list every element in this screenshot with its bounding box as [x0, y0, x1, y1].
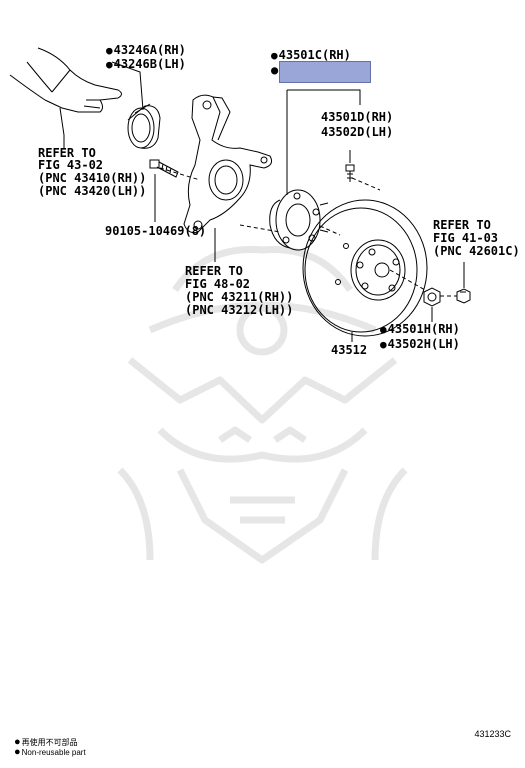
- bolt-part: [149, 159, 179, 178]
- label-43501c: 43501C(RH): [271, 49, 351, 62]
- ref41-line2: FIG 41-03: [433, 231, 499, 245]
- hub-bolt: [345, 164, 355, 182]
- legend-japanese: 再使用不可部品: [14, 738, 78, 747]
- label-bolt: 90105-10469(8): [105, 224, 207, 238]
- ref41-line3: (PNC 42601C): [433, 244, 520, 258]
- steering-knuckle: [183, 94, 272, 234]
- ref48-line3: (PNC 43211(RH)): [185, 290, 294, 304]
- leader-lines: [63, 61, 465, 342]
- hand-pointer-icon: [9, 47, 122, 136]
- redacted-part-box: [279, 61, 371, 83]
- ref43-line2: FIG 43-02: [38, 158, 104, 172]
- label-43512: 43512: [331, 343, 368, 357]
- ref48-line4: (PNC 43212(LH)): [185, 303, 294, 317]
- alignment-lines: [159, 167, 457, 297]
- figure-code: 431233C: [474, 729, 511, 739]
- label-43501h: 43501H(RH): [380, 323, 460, 336]
- legend-english: Non-reusable part: [14, 748, 86, 757]
- seal-ring: [127, 103, 161, 149]
- label-43502h: 43502H(LH): [380, 338, 460, 351]
- label-hidden-bullet: ●: [271, 63, 279, 77]
- label-43246b: 43246B(LH): [106, 58, 186, 71]
- label-43502d: 43502D(LH): [321, 125, 394, 139]
- hub-bearing: [269, 189, 329, 251]
- label-43501d: 43501D(RH): [321, 110, 394, 124]
- ref48-line2: FIG 48-02: [185, 277, 251, 291]
- ref48-line1: REFER TO: [185, 264, 243, 278]
- ref43-line1: REFER TO: [38, 146, 96, 160]
- label-43246a: 43246A(RH): [106, 44, 186, 57]
- ref43-line4: (PNC 43420(LH)): [38, 184, 147, 198]
- samurai-watermark: [117, 246, 408, 564]
- hub-nut: [423, 287, 441, 307]
- cap-nut: [456, 288, 471, 304]
- ref41-line1: REFER TO: [433, 218, 491, 232]
- brake-disc: [302, 199, 428, 337]
- ref43-line3: (PNC 43410(RH)): [38, 171, 147, 185]
